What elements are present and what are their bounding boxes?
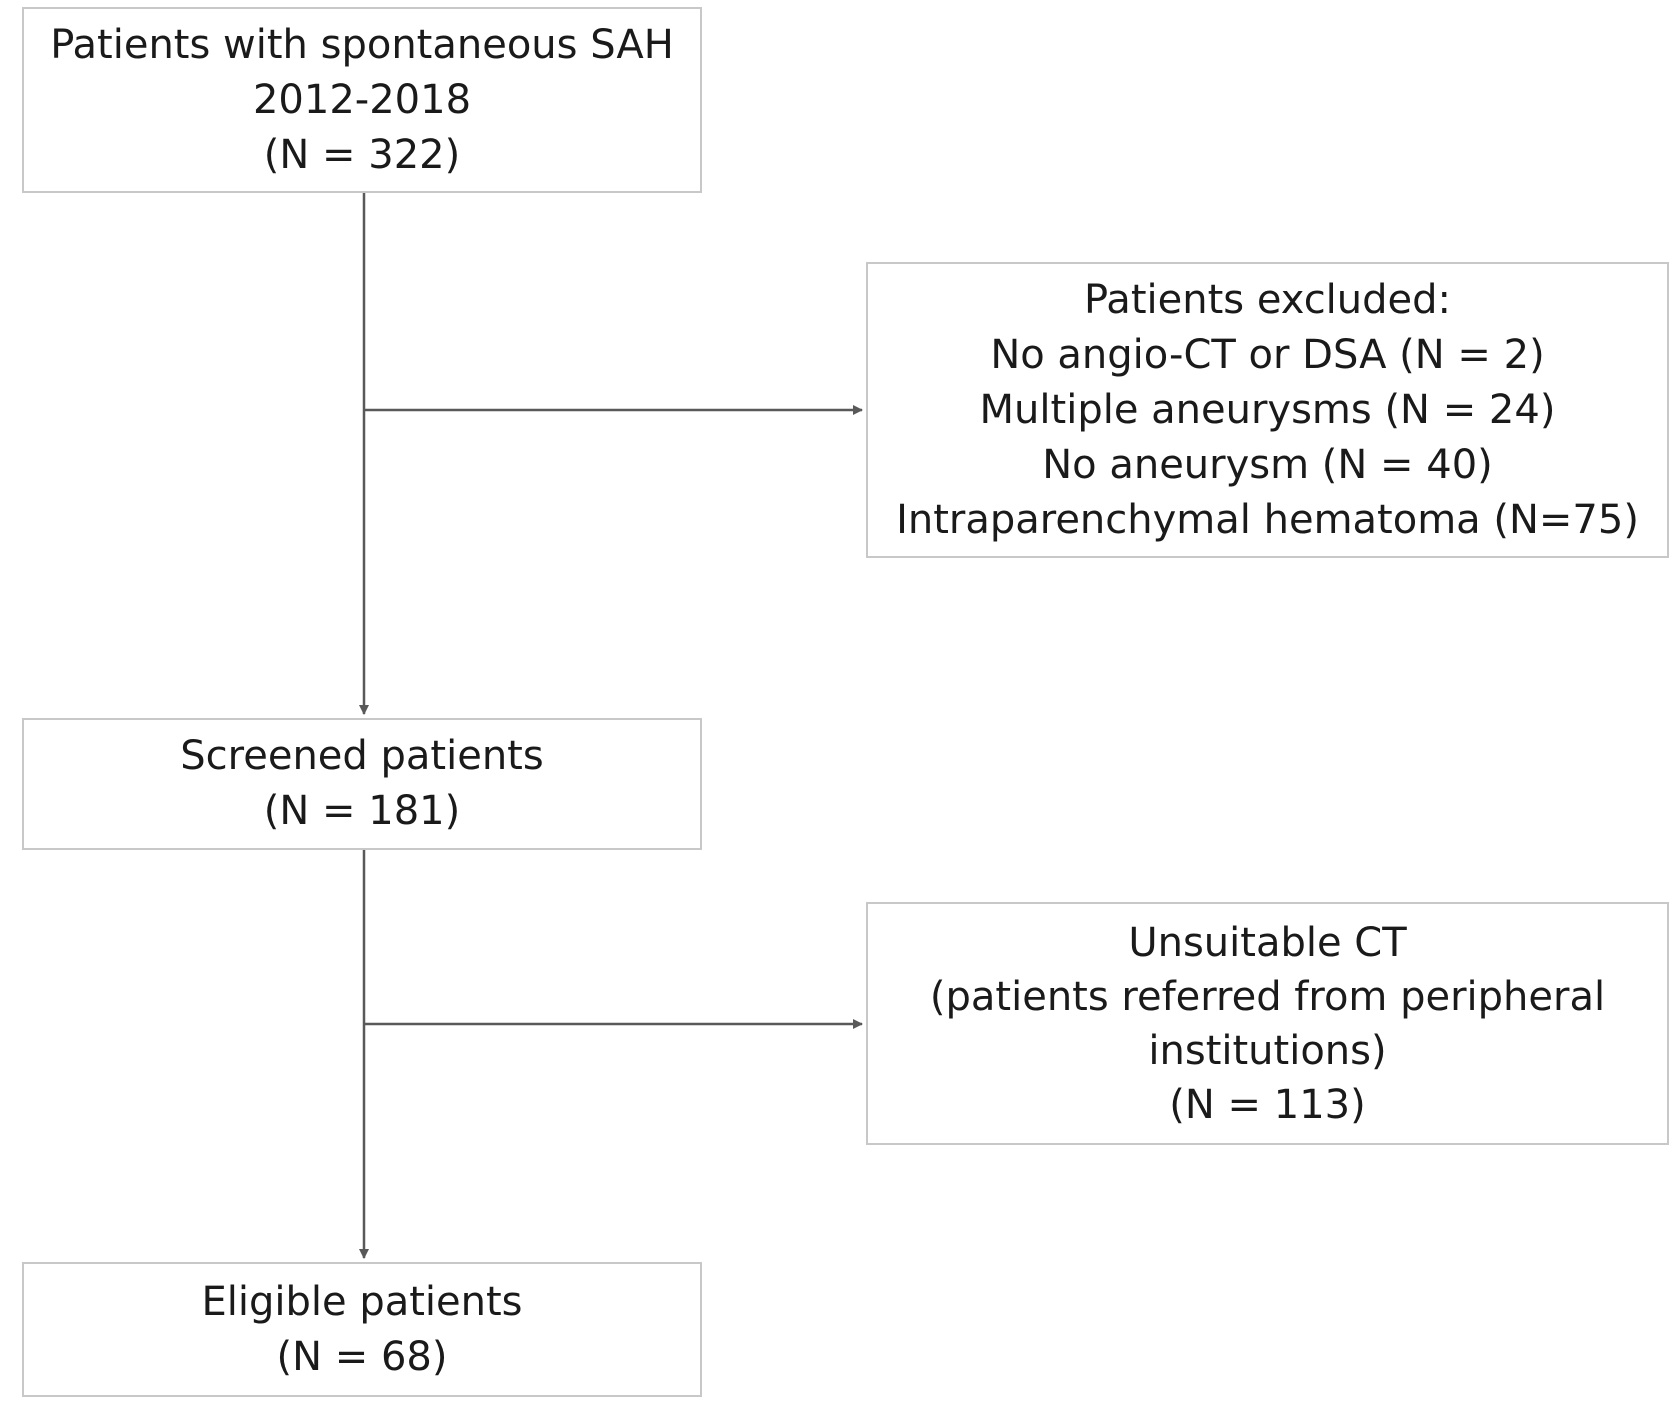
excluded-reason-no-aneurysm: No aneurysm (N = 40) xyxy=(1042,441,1493,488)
screened-patients-box: Screened patients (N = 181) xyxy=(22,718,702,850)
unsuitable-ct-detail-2: institutions) xyxy=(1148,1027,1387,1074)
eligible-patients-count: (N = 68) xyxy=(276,1333,448,1380)
total-patients-period: 2012-2018 xyxy=(252,76,472,123)
unsuitable-ct-detail-1: (patients referred from peripheral xyxy=(929,973,1606,1020)
unsuitable-ct-title: Unsuitable CT xyxy=(1128,919,1407,966)
total-patients-title: Patients with spontaneous SAH xyxy=(50,21,674,68)
unsuitable-ct-box: Unsuitable CT (patients referred from pe… xyxy=(866,902,1669,1145)
total-patients-count: (N = 322) xyxy=(263,131,461,178)
excluded-patients-box: Patients excluded: No angio-CT or DSA (N… xyxy=(866,262,1669,558)
total-patients-box: Patients with spontaneous SAH 2012-2018 … xyxy=(22,7,702,193)
excluded-heading: Patients excluded: xyxy=(1083,276,1452,323)
unsuitable-ct-count: (N = 113) xyxy=(1169,1081,1366,1128)
screened-patients-count: (N = 181) xyxy=(263,788,461,834)
excluded-reason-multiple-aneurysms: Multiple aneurysms (N = 24) xyxy=(979,386,1556,433)
screened-patients-title: Screened patients xyxy=(180,733,544,779)
eligible-patients-title: Eligible patients xyxy=(201,1278,523,1325)
excluded-reason-no-angio: No angio-CT or DSA (N = 2) xyxy=(990,331,1545,378)
excluded-reason-hematoma: Intraparenchymal hematoma (N=75) xyxy=(896,496,1639,543)
eligible-patients-box: Eligible patients (N = 68) xyxy=(22,1262,702,1397)
